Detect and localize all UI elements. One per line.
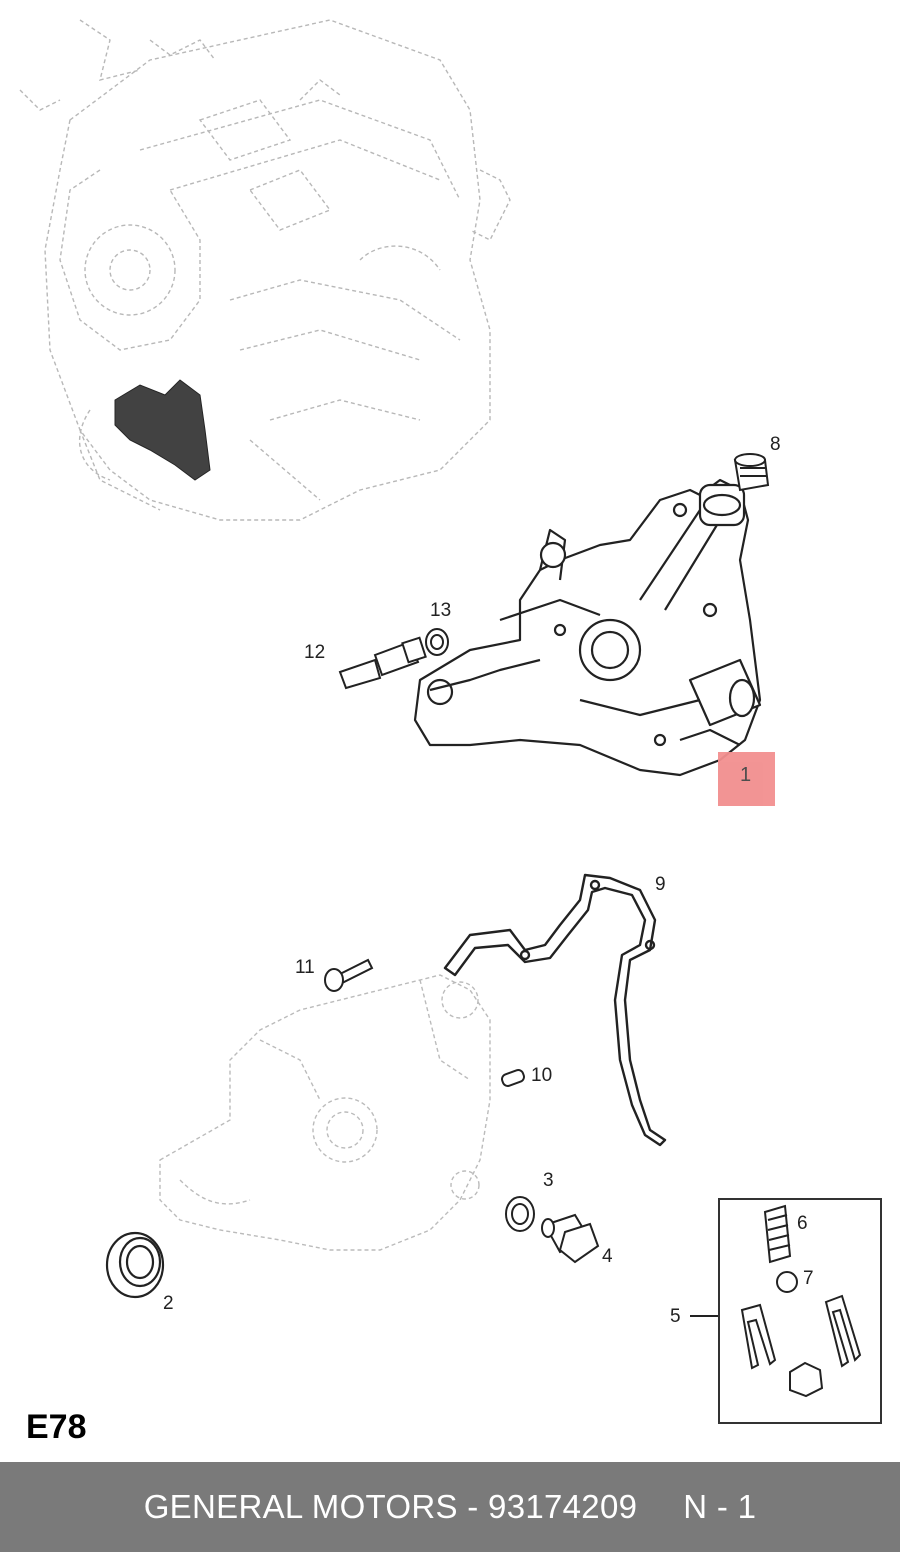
oil-pump-ghost-lower [159, 974, 491, 1251]
callout-6: 6 [797, 1213, 808, 1234]
callout-4: 4 [602, 1246, 613, 1267]
callout-5: 5 [670, 1306, 681, 1327]
part-2-seal [105, 1231, 165, 1299]
part-3-washer [505, 1196, 535, 1232]
quantity-text: N - 1 [683, 1488, 757, 1525]
callout-11: 11 [295, 957, 315, 978]
callout-8: 8 [770, 434, 781, 455]
engine-block-ghost [19, 19, 511, 521]
callout-9: 9 [655, 874, 666, 895]
part-12-sensor [338, 636, 427, 690]
footer-bar: GENERAL MOTORS - 93174209 N - 1 [0, 1462, 900, 1552]
oil-pump-location-highlight [114, 379, 211, 481]
part-number-text: GENERAL MOTORS - 93174209 [143, 1488, 638, 1525]
oil-pump-housing [413, 478, 762, 777]
part-6-spring [763, 1204, 792, 1264]
part-8-cap [733, 453, 770, 492]
part-13-washer [425, 628, 449, 656]
part-11-bolt [324, 958, 374, 992]
callout-7: 7 [803, 1268, 814, 1289]
part-5-inset-box [718, 1198, 882, 1424]
callout-2: 2 [163, 1293, 174, 1314]
part-5-components [740, 1294, 862, 1398]
callout-1: 1 [740, 764, 752, 786]
callout-10: 10 [531, 1065, 553, 1086]
part-9-gasket [443, 873, 667, 1147]
part-1-highlight[interactable]: 1 [718, 752, 775, 806]
exploded-parts-diagram [19, 19, 862, 1398]
callout-13: 13 [430, 600, 452, 621]
part-10-pin [501, 1069, 525, 1087]
diagram-code: E78 [26, 1408, 87, 1446]
part-4-plug [541, 1213, 600, 1264]
callout-3: 3 [543, 1170, 554, 1191]
callout-12: 12 [304, 642, 326, 663]
part-7-ball [776, 1271, 798, 1293]
